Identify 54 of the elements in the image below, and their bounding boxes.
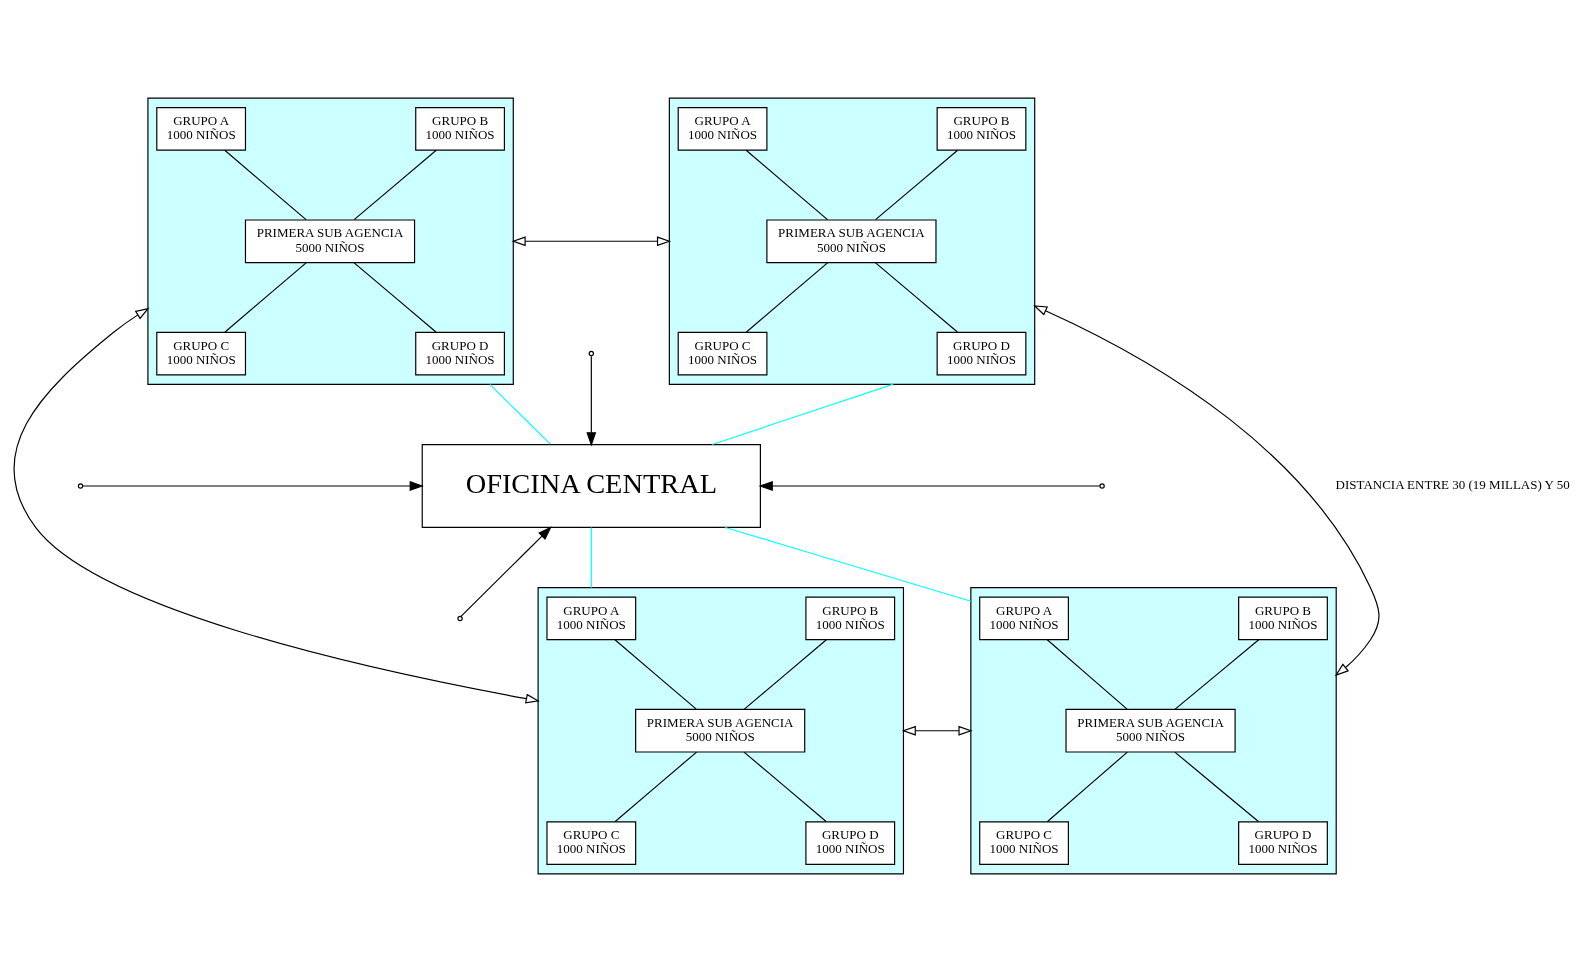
edge-label: DISTANCIA ENTRE 30 (19 MILLAS) Y 50 — [1335, 477, 1570, 493]
arrow — [758, 481, 1101, 491]
connector — [614, 639, 697, 710]
node-box: GRUPO D 1000 NIÑOS — [415, 331, 505, 376]
node-box: GRUPO B 1000 NIÑOS — [936, 107, 1027, 151]
connector — [875, 149, 959, 221]
connector — [1046, 639, 1128, 710]
arrow — [1033, 305, 1380, 677]
node-box: GRUPO C 1000 NIÑOS — [979, 821, 1069, 865]
connector — [745, 262, 829, 333]
node-box: GRUPO C 1000 NIÑOS — [546, 821, 637, 865]
connector — [353, 149, 437, 221]
connector — [489, 383, 551, 445]
arrow — [586, 355, 597, 447]
arrow — [82, 481, 424, 491]
node-box: GRUPO B 1000 NIÑOS — [1238, 596, 1328, 641]
node-box: GRUPO A 1000 NIÑOS — [156, 107, 247, 151]
cluster — [970, 587, 1337, 875]
node-box: PRIMERA SUB AGENCIA 5000 NIÑOS — [635, 708, 806, 753]
node-box: PRIMERA SUB AGENCIA 5000 NIÑOS — [1065, 708, 1236, 753]
connector — [711, 383, 894, 446]
node-box: GRUPO D 1000 NIÑOS — [805, 821, 896, 865]
node-box: GRUPO B 1000 NIÑOS — [415, 107, 505, 151]
node-box: PRIMERA SUB AGENCIA 5000 NIÑOS — [766, 219, 937, 264]
node-box: GRUPO A 1000 NIÑOS — [546, 596, 637, 641]
cluster — [668, 97, 1036, 385]
cluster — [537, 587, 905, 875]
connector — [743, 639, 827, 710]
node-box: PRIMERA SUB AGENCIA 5000 NIÑOS — [244, 219, 416, 264]
arrow — [460, 526, 552, 617]
connector — [745, 149, 829, 221]
node-box: OFICINA CENTRAL — [421, 444, 761, 528]
connector — [874, 262, 958, 333]
connector — [1046, 751, 1128, 823]
node-box: GRUPO D 1000 NIÑOS — [1238, 821, 1328, 865]
arrow — [13, 307, 540, 704]
connector — [614, 751, 698, 823]
connector — [353, 262, 437, 333]
node-box: GRUPO C 1000 NIÑOS — [156, 331, 247, 376]
arrow — [511, 236, 672, 247]
cluster — [147, 97, 514, 385]
connector — [590, 527, 592, 589]
connector — [224, 262, 307, 333]
node-box: GRUPO A 1000 NIÑOS — [979, 596, 1069, 641]
node-box: GRUPO B 1000 NIÑOS — [805, 596, 896, 641]
connector — [224, 149, 307, 221]
connector — [743, 751, 827, 823]
node-box: GRUPO D 1000 NIÑOS — [936, 331, 1027, 376]
connector — [1174, 751, 1259, 823]
connector — [1174, 639, 1260, 710]
node-box: GRUPO C 1000 NIÑOS — [677, 331, 768, 376]
connector — [724, 526, 972, 602]
arrow — [901, 725, 973, 736]
node-box: GRUPO A 1000 NIÑOS — [677, 107, 768, 151]
